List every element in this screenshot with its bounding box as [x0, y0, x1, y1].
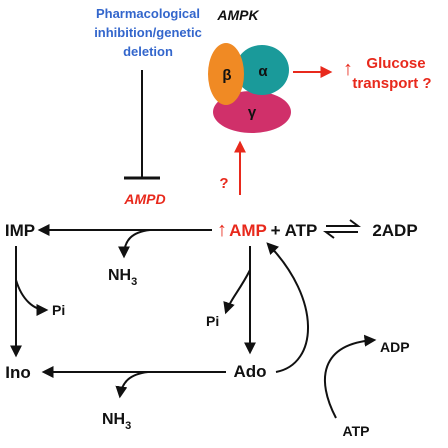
equilibrium-reverse-arrow: [323, 231, 358, 239]
nh3-release-arrow-upper: [118, 229, 151, 259]
pi-release-arrow-middle: [223, 269, 251, 315]
glucose-up-arrow: ↑: [343, 58, 353, 80]
metabolite-ino: Ino: [5, 363, 31, 382]
metabolite-nh3-lower: NH3: [102, 411, 131, 432]
ampk-alpha-subunit: [235, 45, 289, 95]
metabolite-amp: AMP: [229, 221, 267, 240]
enzyme-ampd-label: AMPD: [123, 191, 165, 207]
question-mark: ?: [219, 175, 228, 192]
metabolite-plus-atp: + ATP: [271, 221, 318, 240]
metabolite-imp: IMP: [5, 221, 35, 240]
metabolite-nh3-upper: NH3: [108, 267, 137, 288]
metabolite-pi-middle: Pi: [206, 313, 219, 329]
inhibition-label-line1: Pharmacological: [96, 6, 200, 21]
equilibrium-forward-arrow: [326, 219, 361, 227]
metabolite-pi-upper: Pi: [52, 302, 65, 318]
ampk-title: AMPK: [216, 7, 259, 23]
metabolite-ado: Ado: [233, 362, 266, 381]
inhibition-label-line3: deletion: [123, 44, 173, 59]
ampk-alpha-label: α: [258, 63, 268, 80]
ampk-beta-subunit: [208, 43, 244, 105]
glucose-label-line2: transport ?: [352, 75, 431, 92]
nh3-release-arrow-lower: [115, 371, 149, 399]
metabolite-2adp: 2ADP: [372, 221, 417, 240]
metabolite-adp: ADP: [380, 339, 410, 355]
ampk-gamma-label: γ: [248, 104, 257, 121]
metabolite-atp: ATP: [343, 423, 370, 439]
amp-up-arrow: ↑: [217, 219, 227, 241]
ado-to-amp-recycle-arrow: [266, 242, 309, 373]
pi-release-arrow-upper: [15, 279, 49, 316]
inhibition-label-line2: inhibition/genetic: [94, 25, 202, 40]
ampk-beta-label: β: [222, 67, 231, 84]
atp-to-adp-arrow: [323, 334, 377, 419]
glucose-label-line1: Glucose: [366, 55, 425, 72]
